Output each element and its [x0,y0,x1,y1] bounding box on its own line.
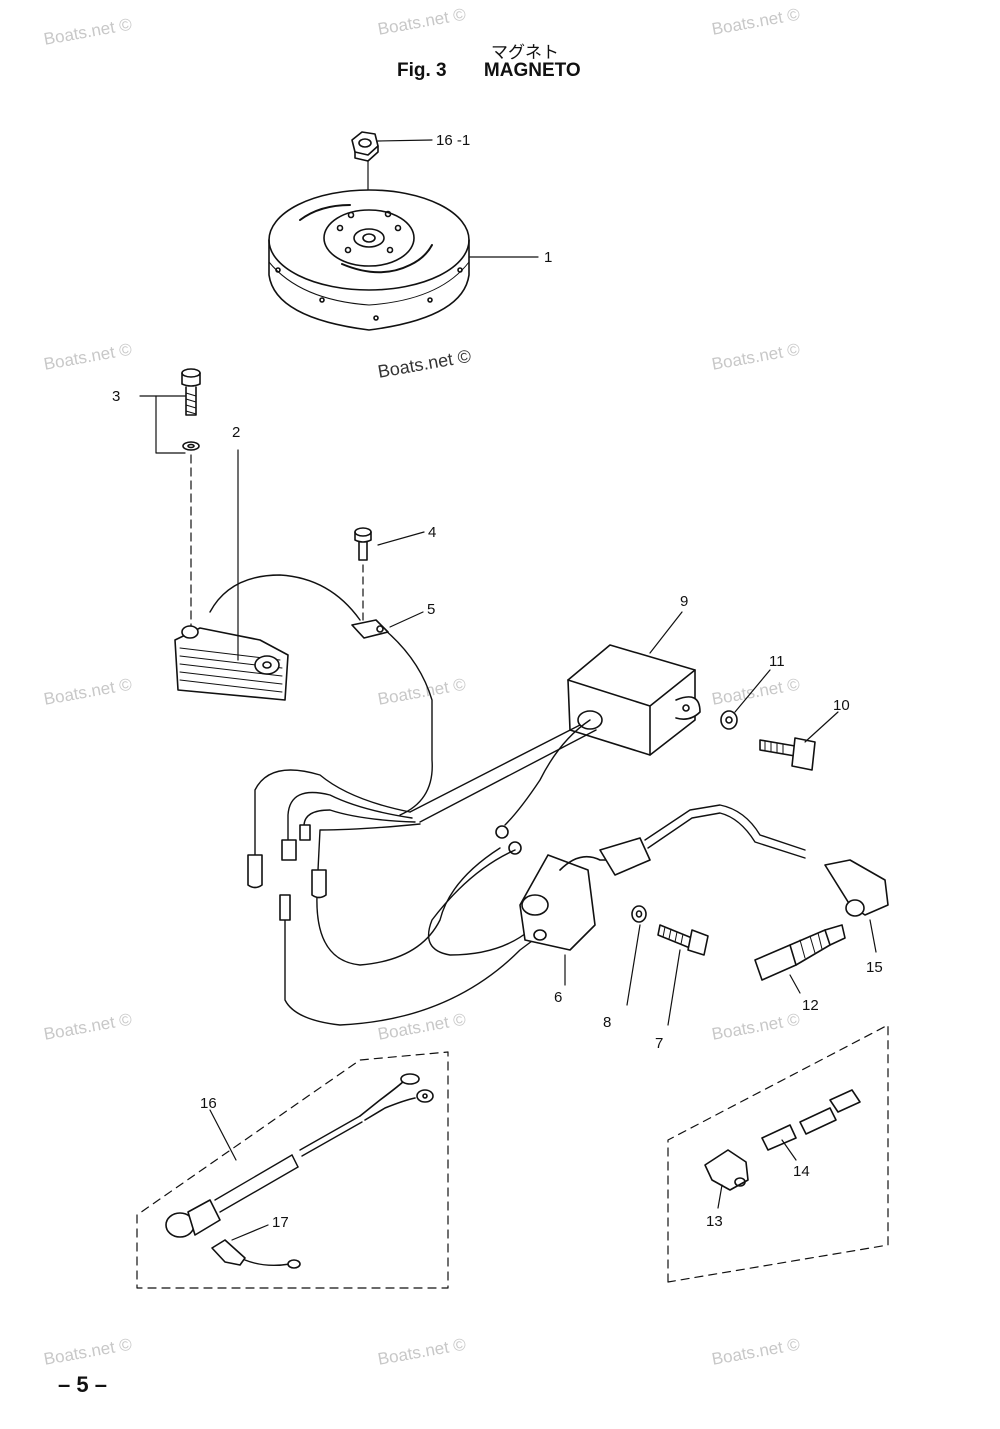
callout-3: 3 [112,388,120,405]
wiring-harness [254,719,597,1026]
part-4-screw [354,527,372,626]
callout-10: 10 [833,697,850,714]
callout-4: 4 [428,524,436,541]
callout-11: 11 [769,653,785,670]
callout-6: 6 [554,989,562,1006]
figure-title: Fig. 3 MAGNETO [397,60,581,82]
part-10-bolt [759,737,816,771]
callout-2: 2 [232,424,240,441]
kit-13-14-box [667,1024,889,1283]
callout-9: 9 [680,593,688,610]
callout-14: 14 [793,1163,810,1180]
part-15-plug-cap [824,859,889,953]
connectors [247,824,522,921]
part-2-coil [174,449,433,816]
part-14-connector [761,1089,861,1161]
part-1-flywheel [268,189,470,331]
callout-13: 13 [706,1213,723,1230]
part-16-stop-switch [165,1073,434,1269]
callout-1: 1 [544,249,552,266]
part-9-cdi-unit [567,644,701,756]
kit-16-box [136,1051,449,1289]
part-8-washer [626,905,647,1006]
callout-17: 16 -1 [436,132,470,149]
part-5-clamp [351,619,389,639]
callout-5: 5 [427,601,435,618]
callout-12: 12 [802,997,819,1014]
callout-7: 7 [655,1035,663,1052]
part-6-ignition-coil [519,837,651,986]
figure-name: MAGNETO [483,60,581,81]
callout-15: 15 [866,959,883,976]
callout-16: 16 [200,1095,217,1112]
part-13-cap [704,1149,749,1209]
page-number: – 5 – [58,1372,107,1397]
callouts: 16 -1 1 3 2 4 5 9 11 10 6 8 7 12 15 16 1… [112,132,883,1231]
leader-lines [377,139,839,743]
callout-16-1: 17 [272,1214,289,1231]
part-11-washer [720,710,738,730]
high-tension-lead [644,804,806,859]
figure-number: Fig. 3 [397,60,447,81]
title-japanese: マグネト [491,43,559,63]
part-3-screw-washer [139,368,201,641]
part-7-bolt [657,924,709,1026]
callout-8: 8 [603,1014,611,1031]
part-12-spark-plug [754,924,846,994]
